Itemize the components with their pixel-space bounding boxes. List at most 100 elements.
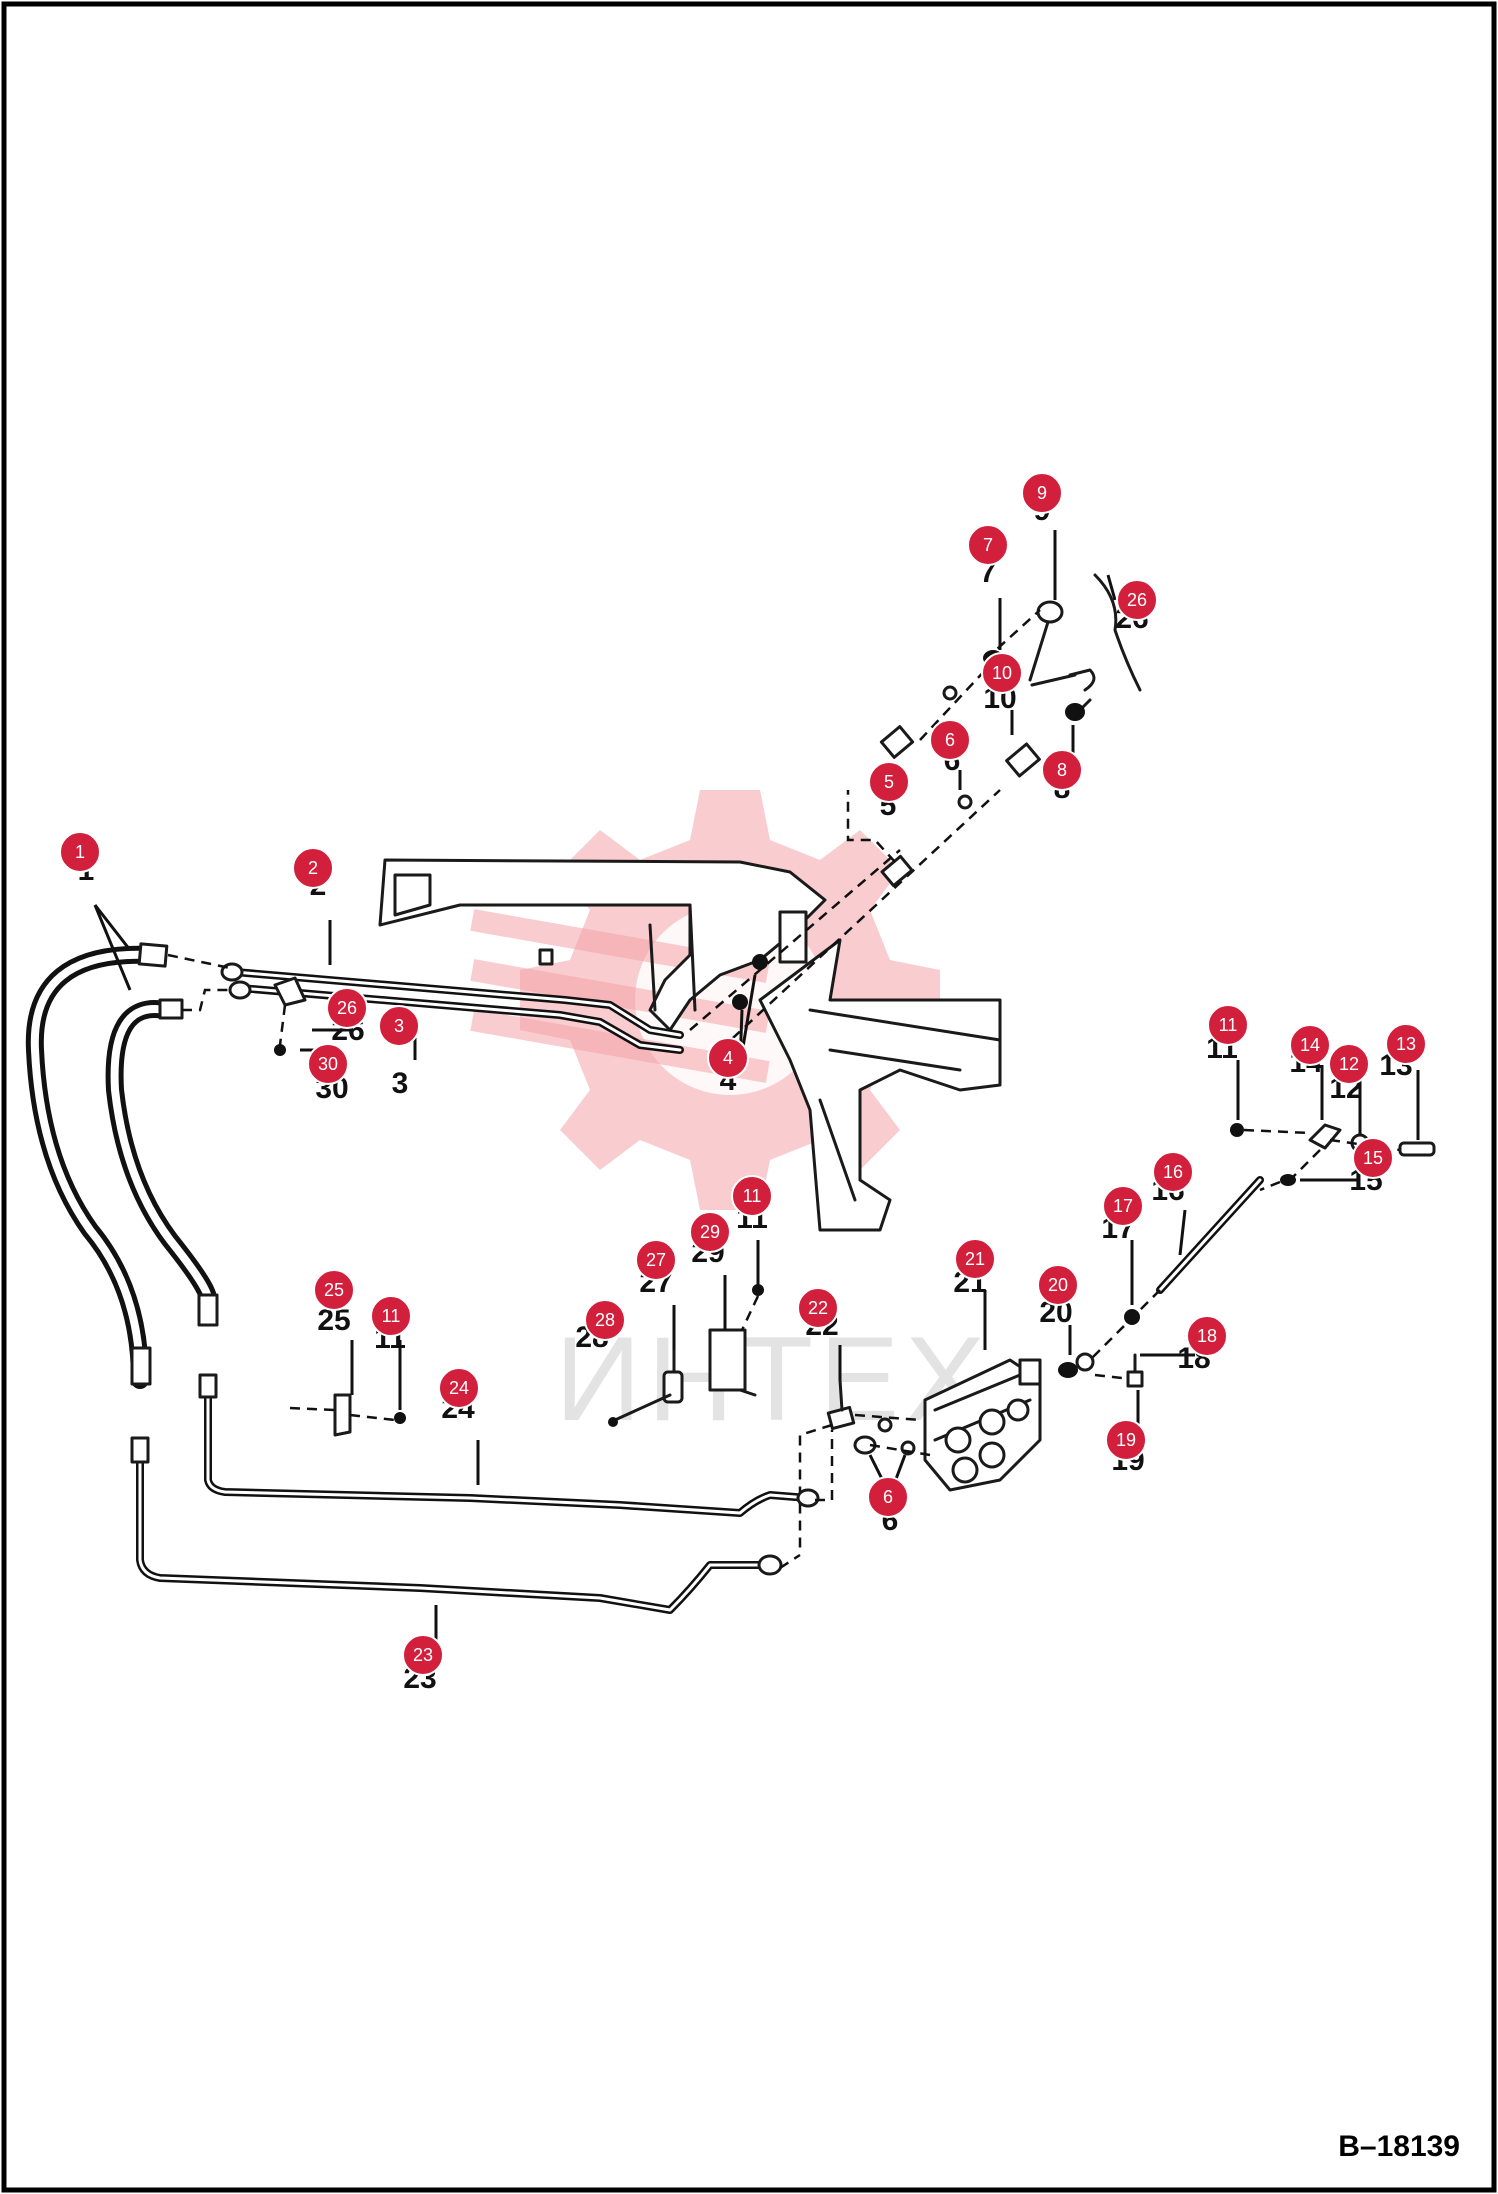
- callout-badge-6[interactable]: 6: [929, 719, 971, 761]
- callout-badge-circle: [326, 987, 368, 1029]
- callout-badge-circle: [981, 652, 1023, 694]
- callout-badge-number: 9: [1037, 483, 1047, 503]
- callout-badge-25[interactable]: 25: [313, 1269, 355, 1311]
- callout-badge-number: 24: [449, 1378, 469, 1398]
- callout-badge-circle: [797, 1287, 839, 1329]
- callout-badge-circle: [929, 719, 971, 761]
- callout-badge-29[interactable]: 29: [689, 1211, 731, 1253]
- callout-badge-circle: [1116, 579, 1158, 621]
- control-valve-21: [923, 1358, 1042, 1492]
- fittings-upper: [846, 573, 1142, 888]
- callout-badge-13[interactable]: 13: [1385, 1023, 1427, 1065]
- callout-badge-26[interactable]: 26: [1116, 579, 1158, 621]
- callout-badge-1[interactable]: 1: [59, 831, 101, 873]
- callout-badge-number: 16: [1163, 1162, 1183, 1182]
- callout-badge-number: 18: [1197, 1326, 1217, 1346]
- callout-badge-19[interactable]: 19: [1105, 1419, 1147, 1461]
- callout-badge-number: 11: [743, 1186, 762, 1206]
- callout-badge-11[interactable]: 11: [370, 1295, 412, 1337]
- tube-23: [130, 1436, 783, 1614]
- callout-badge-circle: [1152, 1151, 1194, 1193]
- callout-badge-18[interactable]: 18: [1186, 1315, 1228, 1357]
- callout-badge-12[interactable]: 12: [1328, 1043, 1370, 1085]
- callout-badge-circle: [1102, 1185, 1144, 1227]
- callout-badge-number: 7: [983, 535, 993, 555]
- callout-badge-17[interactable]: 17: [1102, 1185, 1144, 1227]
- callout-badge-circle: [584, 1299, 626, 1341]
- callout-badge-number: 25: [324, 1280, 344, 1300]
- callout-badge-24[interactable]: 24: [438, 1367, 480, 1409]
- loader-arm-bracket: [378, 858, 827, 1032]
- hose-assembly-1: [25, 942, 219, 1389]
- callout-badge-15[interactable]: 15: [1352, 1137, 1394, 1179]
- leader-1a: [93, 904, 132, 951]
- drawing-reference-code: B–18139: [1338, 2130, 1460, 2163]
- callout-badge-6[interactable]: 6: [867, 1476, 909, 1518]
- callout-badge-2[interactable]: 2: [292, 847, 334, 889]
- tube-2-3: [220, 962, 684, 1054]
- callout-badge-number: 1: [75, 842, 85, 862]
- callout-badge-number: 8: [1057, 760, 1067, 780]
- tube-24: [198, 1373, 820, 1517]
- callout-badge-number: 26: [1127, 590, 1147, 610]
- clip-25: [289, 1393, 406, 1437]
- fittings-22-6: [798, 1378, 931, 1550]
- callout-badge-21[interactable]: 21: [954, 1238, 996, 1280]
- nut-4a: [752, 954, 768, 970]
- leader-16: [1178, 1209, 1187, 1256]
- watermark-text: ИНТЕХ: [555, 1312, 991, 1446]
- callout-badge-number: 2: [308, 858, 318, 878]
- callout-badge-4[interactable]: 4: [707, 1037, 749, 1079]
- callout-badge-circle: [967, 524, 1009, 566]
- callout-badge-28[interactable]: 28: [584, 1299, 626, 1341]
- callout-badge-circle: [59, 831, 101, 873]
- callout-badge-circle: [1352, 1137, 1394, 1179]
- callout-badge-7[interactable]: 7: [967, 524, 1009, 566]
- leader-26b: [1106, 574, 1117, 601]
- callout-badge-16[interactable]: 16: [1152, 1151, 1194, 1193]
- callout-badge-14[interactable]: 14: [1289, 1024, 1331, 1066]
- callout-badge-number: 12: [1339, 1054, 1359, 1074]
- callout-badge-22[interactable]: 22: [797, 1287, 839, 1329]
- callout-badge-number: 6: [883, 1487, 893, 1507]
- callout-badge-8[interactable]: 8: [1041, 749, 1083, 791]
- callout-badge-number: 17: [1113, 1196, 1133, 1216]
- clip-26-left: [273, 976, 307, 1056]
- callout-badge-circle: [292, 847, 334, 889]
- callout-badge-circle: [689, 1211, 731, 1253]
- clamp-27-29: [608, 1284, 764, 1427]
- callout-badge-number: 5: [884, 772, 894, 792]
- callout-badge-circle: [1041, 749, 1083, 791]
- callout-badge-30[interactable]: 30: [307, 1043, 349, 1085]
- callout-badge-23[interactable]: 23: [402, 1634, 444, 1676]
- callout-badge-number: 13: [1396, 1034, 1416, 1054]
- callout-badge-circle: [1021, 472, 1063, 514]
- callout-badge-5[interactable]: 5: [868, 761, 910, 803]
- callout-badge-circle: [1385, 1023, 1427, 1065]
- callout-badge-number: 6: [945, 730, 955, 750]
- callout-badge-11[interactable]: 11: [731, 1175, 773, 1217]
- callout-badge-circle: [1328, 1043, 1370, 1085]
- callout-badge-3[interactable]: 3: [378, 1005, 420, 1047]
- callout-badge-number: 14: [1300, 1035, 1320, 1055]
- callout-badge-26[interactable]: 26: [326, 987, 368, 1029]
- rod-16: [1156, 1176, 1264, 1294]
- callout-badge-circle: [402, 1634, 444, 1676]
- callout-badge-20[interactable]: 20: [1037, 1264, 1079, 1306]
- callout-badge-circle: [1037, 1264, 1079, 1306]
- callout-badge-number: 19: [1116, 1430, 1136, 1450]
- callout-badge-11[interactable]: 11: [1207, 1004, 1249, 1046]
- nut-4b: [732, 994, 748, 1010]
- callout-badge-circle: [635, 1239, 677, 1281]
- callout-badge-27[interactable]: 27: [635, 1239, 677, 1281]
- callout-badge-9[interactable]: 9: [1021, 472, 1063, 514]
- callout-badge-number: 23: [413, 1645, 433, 1665]
- callout-badge-10[interactable]: 10: [981, 652, 1023, 694]
- part-label-3: 3: [392, 1067, 409, 1100]
- callout-badge-circle: [954, 1238, 996, 1280]
- callout-badge-number: 3: [394, 1016, 404, 1036]
